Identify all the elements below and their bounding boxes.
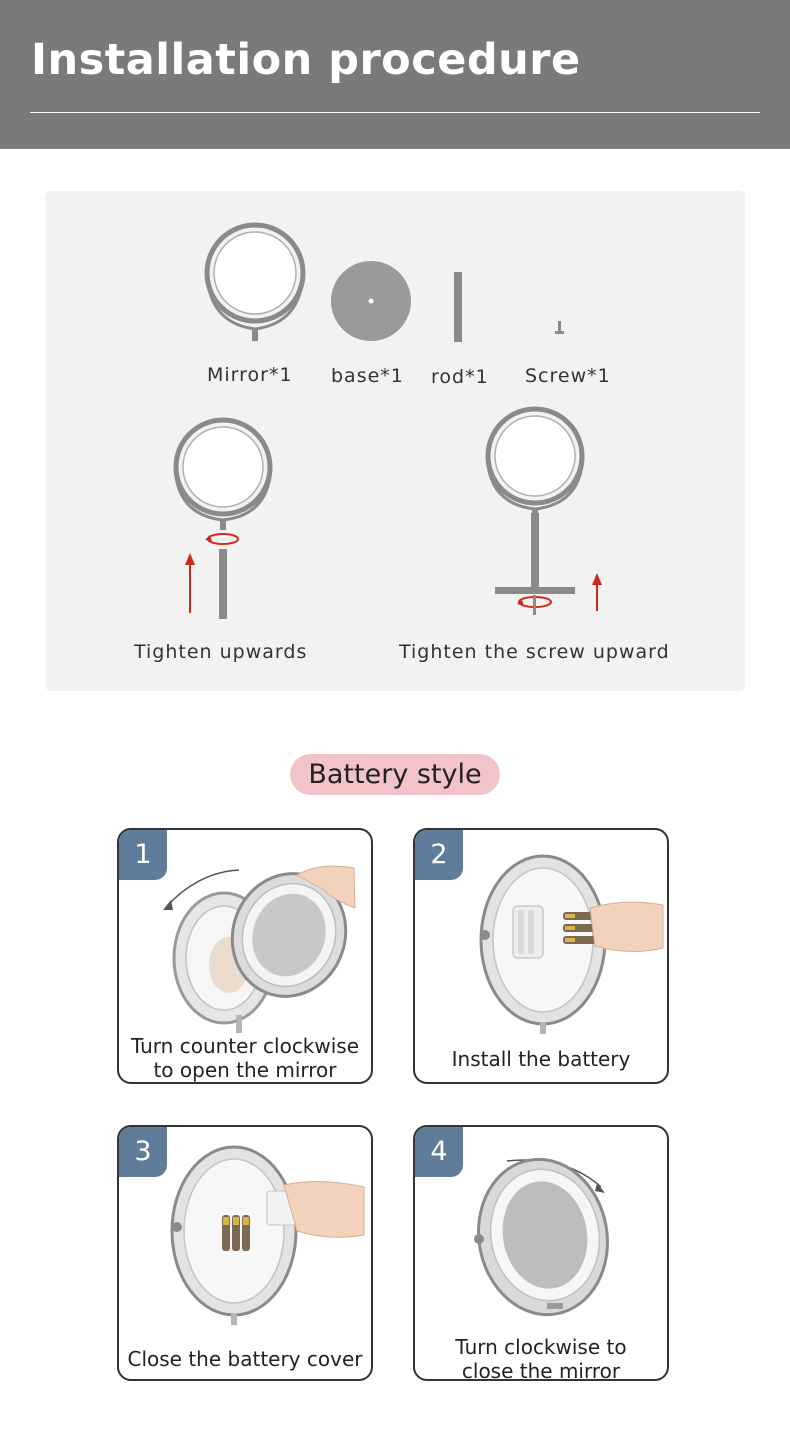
part-label-screw: Screw*1 bbox=[525, 365, 611, 387]
step-number-badge: 3 bbox=[119, 1127, 167, 1177]
header-divider bbox=[30, 112, 760, 113]
base-part-icon bbox=[331, 261, 411, 341]
card-caption: Turn counter clockwise to open the mirro… bbox=[130, 1034, 360, 1082]
step-label-tighten-screw: Tighten the screw upward bbox=[399, 641, 670, 663]
step-tighten-screw-icon bbox=[485, 406, 602, 615]
battery-step-card-1: 1 Turn counter clockwise to open the mir… bbox=[117, 828, 373, 1084]
card-caption: Close the battery cover bbox=[127, 1347, 363, 1371]
install-battery-illustration bbox=[479, 854, 664, 1034]
mirror-part-icon bbox=[204, 222, 306, 341]
page-title: Installation procedure bbox=[31, 35, 581, 85]
step-number-badge: 1 bbox=[119, 830, 167, 880]
battery-style-heading: Battery style bbox=[290, 754, 500, 795]
step-label-tighten-upwards: Tighten upwards bbox=[134, 641, 308, 663]
open-mirror-illustration bbox=[163, 865, 356, 1033]
part-label-base: base*1 bbox=[331, 365, 404, 387]
battery-step-card-2: 2 Install the battery bbox=[413, 828, 669, 1084]
card-caption: Install the battery bbox=[451, 1047, 631, 1071]
card-caption: Turn clockwise to close the mirror bbox=[455, 1335, 627, 1381]
battery-step-card-4: 4 Turn clockwise to close the mirror bbox=[413, 1125, 669, 1381]
step-number-badge: 2 bbox=[415, 830, 463, 880]
rod-part-icon bbox=[454, 272, 462, 342]
part-label-mirror: Mirror*1 bbox=[207, 364, 293, 386]
screw-part-icon bbox=[555, 321, 564, 334]
step-tighten-upwards-icon bbox=[173, 417, 273, 619]
header-banner: Installation procedure bbox=[0, 0, 790, 149]
close-cover-illustration bbox=[170, 1145, 365, 1325]
part-label-rod: rod*1 bbox=[431, 366, 489, 388]
step-number-badge: 4 bbox=[415, 1127, 463, 1177]
installation-illustration bbox=[173, 222, 602, 619]
battery-step-card-3: 3 Close the battery cover bbox=[117, 1125, 373, 1381]
parts-panel: Mirror*1 base*1 rod*1 Screw*1 Tighten up… bbox=[45, 191, 745, 691]
close-mirror-illustration bbox=[474, 1157, 609, 1317]
